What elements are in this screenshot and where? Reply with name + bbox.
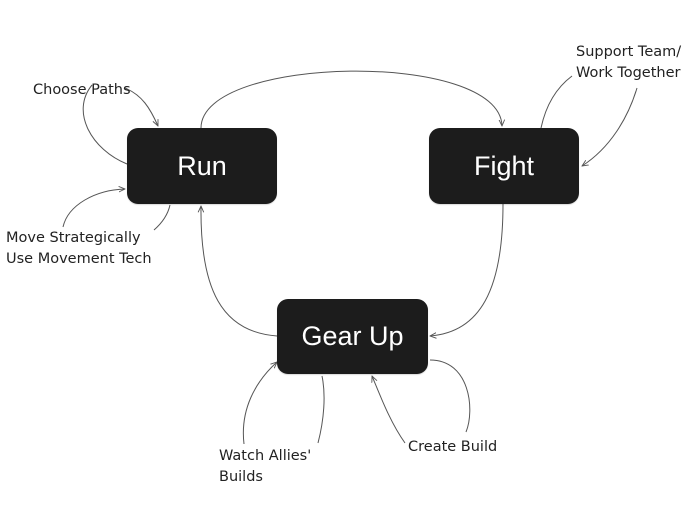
connector-fight-to-gear [430,203,504,336]
node-gear-up: Gear Up [277,299,428,374]
connector-create-in [372,376,406,444]
label-support-line-2: Work Together [576,65,681,81]
label-support-line-1: Support Team/ [576,44,682,60]
node-fight: Fight [429,128,579,204]
label-watch-line-2: Builds [219,469,263,485]
label-choose-paths-text: Choose Paths [33,82,131,98]
label-create-build-text: Create Build [408,439,498,455]
label-watch-allies-builds: Watch Allies' Builds [219,446,311,488]
connector-move-in [62,189,125,228]
label-move-line-1: Move Strategically [6,230,141,246]
connector-support-in [582,87,638,166]
label-move-line-2: Use Movement Tech [6,251,152,267]
node-run: Run [127,128,277,204]
connector-move-out [153,204,171,231]
node-fight-label: Fight [473,150,535,181]
connector-watch-in [242,362,277,445]
connector-choose-paths-out [82,84,128,165]
label-choose-paths: Choose Paths [33,80,131,101]
label-move-strategically: Move Strategically Use Movement Tech [6,228,152,270]
connector-gear-to-run [201,206,278,337]
connector-support-out [540,75,573,129]
node-run-label: Run [177,150,227,181]
connector-create-out [429,359,471,433]
connector-choose-paths-in [124,87,159,126]
label-support-team: Support Team/ Work Together [576,42,681,84]
label-watch-line-1: Watch Allies' [219,448,312,464]
connector-run-to-fight [200,70,502,129]
node-gear-up-label: Gear Up [301,321,404,351]
label-create-build: Create Build [408,437,497,458]
connector-watch-out [317,375,325,444]
